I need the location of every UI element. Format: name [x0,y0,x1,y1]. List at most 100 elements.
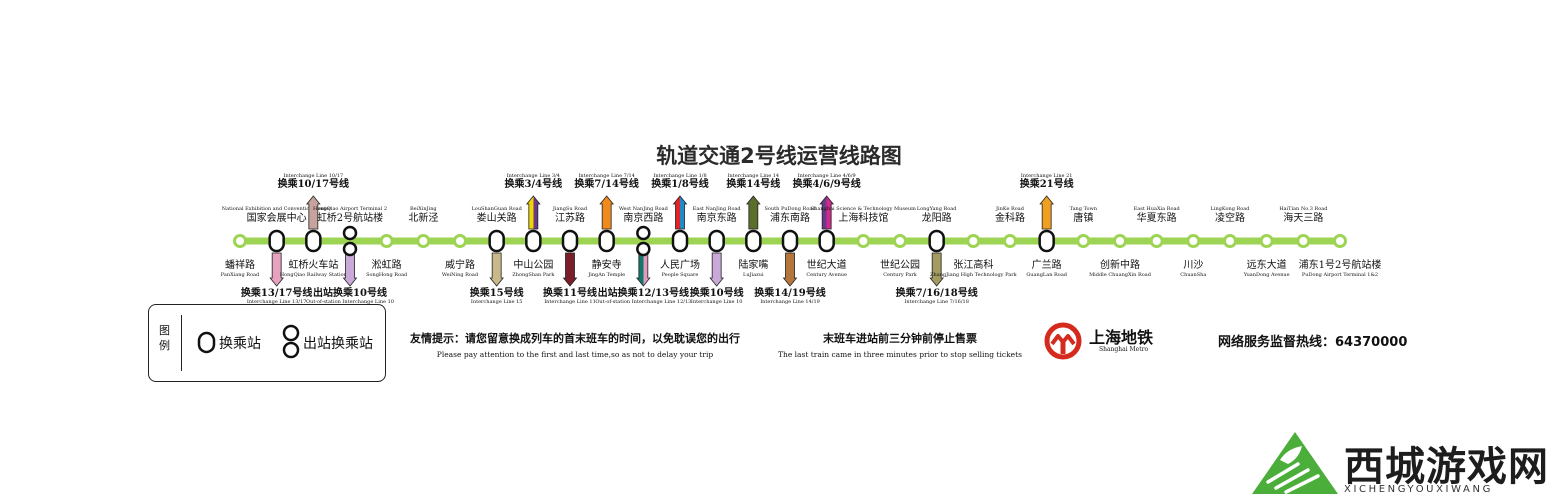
station-name-en: YuanDong Avenue [1243,272,1290,278]
watermark-name-en: XICHENGYOUXIWANG [1344,484,1493,495]
station-name: 北新泾 [408,211,438,224]
station-name: 世纪大道 [807,258,847,271]
station-marker [1113,234,1127,248]
interchange-marker [928,229,945,253]
station-name: 海天三路 [1283,211,1323,224]
interchange-marker [561,229,579,253]
station-name-en: East NanJing Road [693,206,742,212]
transfer-label-en: Interchange Line 10 [691,299,743,305]
station-marker [379,234,394,248]
station-marker [1223,234,1237,248]
station-marker [1259,234,1274,248]
outofstation-marker-bottom [636,241,651,257]
interchange-marker [1038,229,1055,253]
transfer-label: 换乘14/19号线 [754,286,825,299]
station-s12: West NanJing Road南京西路出站换乘12/13号线Out-of-s… [595,206,691,305]
station-name-en: HongQiao Railway Station [280,272,348,278]
transfer-label: 换乘10/17号线 [278,177,349,190]
interchange-marker [488,229,505,253]
station-name: 南京东路 [697,211,737,224]
station-name-en: PuDong Airport Terminal 1&2 [1302,272,1378,278]
station-name-en: Middle ChuangXin Road [1089,272,1152,278]
station-name-en: LuJiazui [743,272,764,278]
transfer-label: 出站换乘12/13号线 [598,286,689,299]
interchange-marker [268,229,285,253]
station-marker [1076,234,1091,248]
watermark-name: 西城游戏网 [1344,443,1549,490]
station-marker [893,234,907,248]
station-name-en: Tang Town [1070,206,1098,212]
station-name: 远东大道 [1247,258,1287,271]
legend-interchange-label: 换乘站 [219,336,261,352]
station-name: 浦东1号2号航站楼 [1299,258,1382,271]
station-name: 华夏东路 [1137,211,1177,224]
outofstation-marker-bottom [342,241,358,257]
station-name: 淞虹路 [372,258,402,271]
station-marker [1149,234,1164,248]
shanghai-metro-logo-icon [1044,322,1082,360]
station-name: 龙阳路 [922,211,952,224]
transfer-label-en: Interchange Line 11 [544,299,596,305]
station-name-en: JiangSu Road [552,206,588,212]
transfer-label-en: Out-of-station Interchange Line 10 [306,299,394,305]
interchange-marker [781,229,799,253]
station-name: 威宁路 [445,258,475,271]
transfer-label: 换乘15号线 [470,286,524,299]
station-name-en: Century Park [883,272,918,278]
station-s18: Shanghai Science & Technology Museum上海科技… [811,206,916,248]
logo-name-en: Shanghai Metro [1099,346,1149,353]
transfer-arrow [672,195,688,230]
station-name-en: HaiTian No.3 Road [1279,206,1328,212]
interchange-marker [598,229,615,253]
station-s02: National Exhibition and Convention Cente… [222,206,332,305]
transfer-label: 换乘7/16/18号线 [896,286,978,299]
transfer-label: 换乘13/17号线 [241,286,312,299]
legend: 图例 换乘站 出站换乘站 [148,304,386,382]
transfer-arrow [635,252,651,287]
station-name: 虹桥火车站 [288,258,338,271]
station-name-en: LingKong Road [1211,206,1251,212]
transfer-label-en: Interchange Line 13/17 [247,299,307,305]
notice-cn: 末班车进站前三分钟前停止售票 [822,332,977,345]
interchange-marker [818,229,835,253]
transfer-label: 换乘14号线 [726,177,780,190]
transfer-arrow [525,195,541,230]
station-name: 人民广场 [660,258,700,271]
station-name: 创新中路 [1100,258,1140,271]
logo-name: 上海地铁 [1089,328,1154,347]
station-marker [233,234,247,248]
station-name-en: WeiNing Road [442,272,479,278]
station-name-en: ZhongShan Park [512,272,555,278]
transfer-arrow [489,252,505,287]
station-name: 金科路 [995,211,1025,224]
station-s04: HongQiao Airport Terminal 2虹桥2号航站楼出站换乘10… [306,206,394,305]
station-name-en: ChuanSha [1180,272,1206,278]
out-of-station-interchange-icon [282,324,300,359]
transfer-label: 换乘4/6/9号线 [793,177,861,190]
transfer-arrow [269,252,285,287]
station-name: 上海科技馆 [838,211,888,224]
transfer-label: 换乘11号线 [543,286,597,299]
station-marker [1333,234,1347,248]
transfer-arrow [342,252,358,287]
station-name-en: GuangLan Road [1026,272,1067,278]
station-name: 陆家嘴 [738,258,768,271]
station-name-en: People Square [662,272,699,278]
map-title: 轨道交通2号线运营线路图 [656,144,902,168]
transfer-arrow [599,195,615,230]
station-name-en: National Exhibition and Convention Cente… [222,206,332,212]
